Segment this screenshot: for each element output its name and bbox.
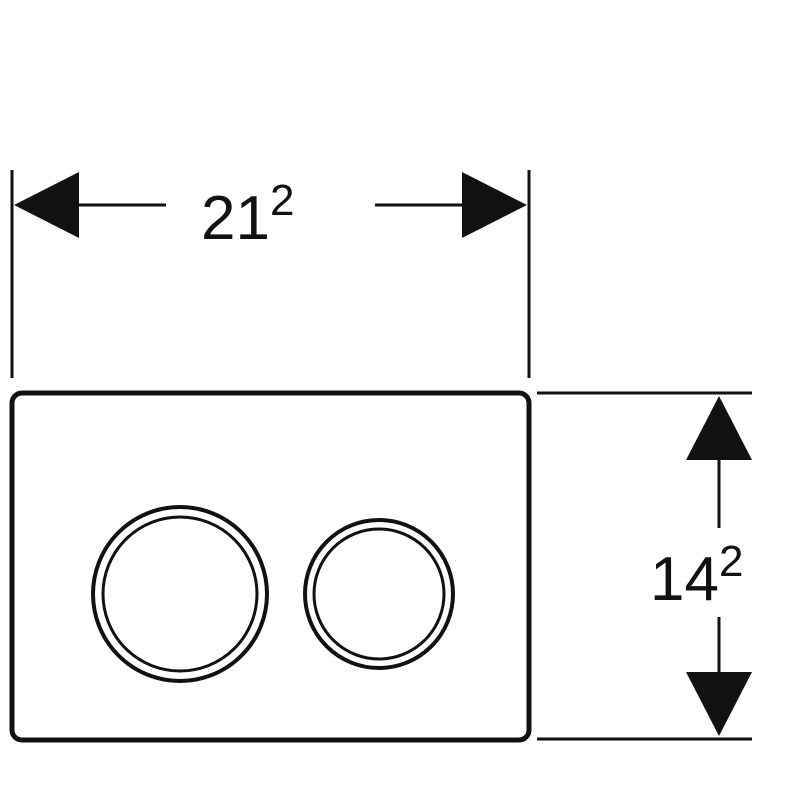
width-left-arrow-icon [14, 172, 79, 238]
large-button-inner-ring-icon [101, 515, 259, 673]
width-value: 21 [201, 184, 270, 253]
small-button-outer-ring-icon [303, 518, 455, 670]
small-button-inner-ring-icon [312, 527, 446, 661]
width-dimension: 212 [10, 170, 531, 378]
height-value: 14 [650, 545, 719, 614]
width-right-arrow-icon [462, 172, 527, 238]
width-superscript: 2 [270, 176, 294, 225]
height-dimension: 142 [537, 391, 752, 741]
height-superscript: 2 [719, 537, 743, 586]
width-label: 212 [201, 176, 294, 253]
height-label: 142 [650, 537, 743, 614]
height-bottom-arrow-icon [686, 672, 752, 736]
large-button-outer-ring-icon [91, 505, 269, 683]
height-top-arrow-icon [686, 396, 752, 460]
large-flush-button [91, 505, 269, 683]
plate-outline [9, 390, 532, 743]
small-flush-button [303, 518, 455, 670]
flush-plate [9, 390, 532, 743]
